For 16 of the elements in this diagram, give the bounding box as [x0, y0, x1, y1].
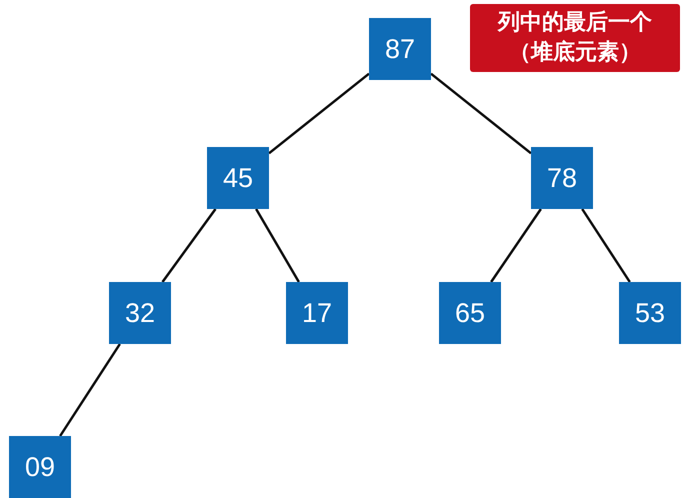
tree-edge — [581, 208, 631, 283]
callout-box: 列中的最后一个（堆底元素） — [470, 4, 680, 72]
tree-edge — [430, 72, 532, 154]
tree-edge — [59, 343, 121, 437]
tree-node: 17 — [286, 282, 348, 344]
tree-node: 09 — [9, 436, 71, 498]
tree-node: 45 — [207, 147, 269, 209]
tree-node: 65 — [439, 282, 501, 344]
tree-node: 87 — [369, 18, 431, 80]
tree-node: 32 — [109, 282, 171, 344]
tree-edge — [490, 208, 542, 283]
tree-edge — [255, 208, 300, 283]
tree-edge — [268, 72, 370, 154]
tree-node: 53 — [619, 282, 681, 344]
tree-edge — [162, 208, 216, 283]
tree-node: 78 — [531, 147, 593, 209]
